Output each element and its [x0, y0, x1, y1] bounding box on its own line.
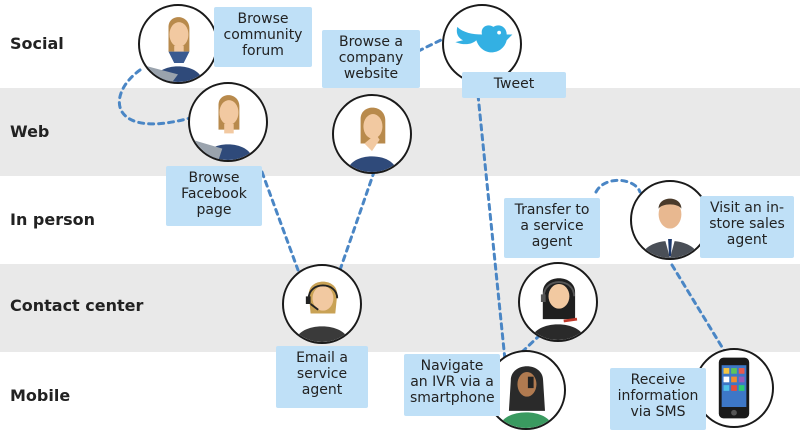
node-instore [630, 180, 710, 260]
lane-label: In person [10, 210, 96, 229]
label-website: Browse a company website [322, 30, 420, 88]
lane-label: Mobile [10, 386, 71, 405]
label-tweet: Tweet [462, 72, 566, 98]
woman-phone-icon [499, 366, 553, 428]
label-ivr: Navigate an IVR via a smartphone [404, 354, 500, 416]
connector-facebook-email [260, 170, 300, 272]
node-sms [694, 348, 774, 428]
connector-website-tweet [398, 36, 447, 62]
headset-agent-icon [531, 278, 585, 340]
label-sms: Receive information via SMS [610, 368, 706, 430]
connector-ivr-transfer [520, 333, 542, 354]
label-email: Email a service agent [276, 346, 368, 408]
node-facebook [188, 82, 268, 162]
woman-laptop-icon [140, 17, 203, 82]
node-email [282, 264, 362, 344]
label-transfer: Transfer to a service agent [504, 198, 600, 258]
woman-thinking-icon [347, 107, 397, 172]
smartphone-icon [718, 357, 750, 419]
lane-label: Web [10, 122, 50, 141]
lane-label: Social [10, 34, 64, 53]
businessman-icon [641, 198, 699, 258]
connector-tweet-ivr [476, 93, 507, 362]
connector-transfer-instore [594, 178, 642, 194]
woman-laptop-icon [190, 95, 253, 160]
twitter-bird-icon [455, 25, 513, 53]
connector-forum-facebook [117, 68, 192, 126]
lane-label: Contact center [10, 296, 144, 315]
node-forum [138, 4, 218, 84]
label-instore: Visit an in-store sales agent [700, 196, 794, 258]
label-forum: Browse community forum [214, 7, 312, 67]
connector-instore-sms [670, 263, 727, 354]
lane-contact-center: Contact center [0, 264, 800, 352]
label-facebook: Browse Facebook page [166, 166, 262, 226]
node-website [332, 94, 412, 174]
connector-email-website [338, 170, 376, 272]
node-transfer [518, 262, 598, 342]
node-tweet [442, 4, 522, 84]
headset-agent-icon [295, 281, 349, 342]
